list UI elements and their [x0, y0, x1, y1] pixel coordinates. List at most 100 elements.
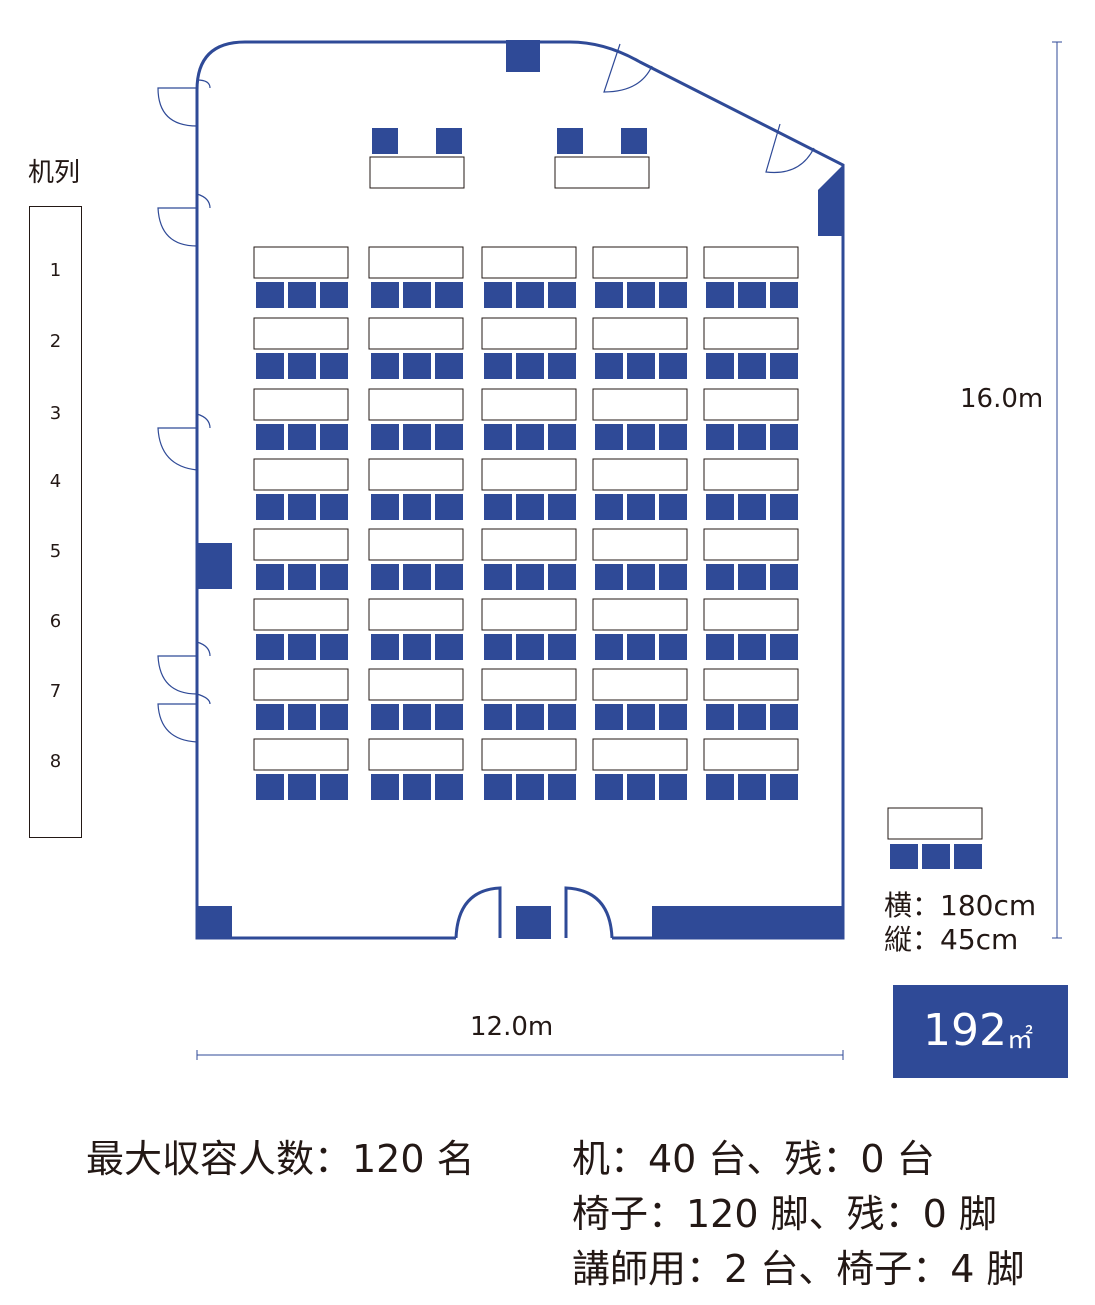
- chair: [484, 282, 512, 308]
- door-left-2: [157, 193, 211, 247]
- pillar-right: [818, 165, 843, 236]
- desk: [481, 738, 577, 771]
- chair: [595, 494, 623, 520]
- chair: [706, 634, 734, 660]
- chair: [403, 282, 431, 308]
- chair: [548, 494, 576, 520]
- door-diag-2: [765, 123, 815, 174]
- chair: [516, 353, 544, 379]
- chair: [288, 494, 316, 520]
- legend-chair: [954, 844, 982, 869]
- chair: [484, 424, 512, 450]
- chair: [595, 424, 623, 450]
- chair: [548, 353, 576, 379]
- lecturer-desk: [369, 156, 465, 189]
- chair: [706, 494, 734, 520]
- desk-grid: [253, 246, 799, 800]
- chair: [738, 564, 766, 590]
- chair: [256, 564, 284, 590]
- chair: [770, 282, 798, 308]
- chair: [256, 704, 284, 730]
- door-diag-1: [603, 43, 653, 93]
- chair: [738, 424, 766, 450]
- chair: [706, 282, 734, 308]
- chair: [706, 774, 734, 800]
- row-number: 5: [49, 541, 62, 562]
- desk: [592, 246, 688, 279]
- chair: [288, 774, 316, 800]
- chair: [627, 353, 655, 379]
- chair: [595, 353, 623, 379]
- chair: [288, 424, 316, 450]
- legend-desk: [887, 807, 983, 840]
- desk: [253, 598, 349, 631]
- chair: [320, 353, 348, 379]
- chair: [403, 704, 431, 730]
- desk: [592, 738, 688, 771]
- area-badge: 192 ㎡: [893, 985, 1068, 1078]
- chair: [320, 282, 348, 308]
- chair: [403, 564, 431, 590]
- chair: [706, 564, 734, 590]
- legend-chair: [890, 844, 918, 869]
- rows-title: 机列: [28, 158, 81, 188]
- chair: [371, 424, 399, 450]
- door-left-5: [157, 693, 211, 743]
- chair: [659, 704, 687, 730]
- chair: [595, 634, 623, 660]
- row-number: 6: [49, 611, 62, 632]
- chair: [659, 353, 687, 379]
- chair: [256, 774, 284, 800]
- chair: [320, 704, 348, 730]
- chair: [738, 494, 766, 520]
- chair: [371, 774, 399, 800]
- chair: [435, 774, 463, 800]
- desk: [592, 458, 688, 491]
- chair: [256, 282, 284, 308]
- desk: [703, 668, 799, 701]
- desk: [481, 388, 577, 421]
- chair: [770, 634, 798, 660]
- desk: [481, 458, 577, 491]
- chair: [516, 774, 544, 800]
- pillar-bottom-left: [197, 906, 232, 939]
- chair: [288, 634, 316, 660]
- desk: [703, 458, 799, 491]
- chair: [435, 634, 463, 660]
- chair: [770, 704, 798, 730]
- desk: [703, 738, 799, 771]
- door-bottom-left: [454, 886, 502, 939]
- desk: [368, 458, 464, 491]
- chair: [548, 282, 576, 308]
- chair: [738, 634, 766, 660]
- chair: [770, 353, 798, 379]
- chair: [320, 494, 348, 520]
- dimension-width: 12.0m: [470, 1012, 554, 1042]
- area-unit: ㎡: [1007, 1025, 1034, 1055]
- desk: [368, 598, 464, 631]
- chair: [403, 774, 431, 800]
- dimension-height: 16.0m: [960, 384, 1044, 414]
- chair: [371, 353, 399, 379]
- chair: [320, 634, 348, 660]
- wall-bottom-right: [652, 906, 843, 939]
- chair: [548, 634, 576, 660]
- chair: [484, 774, 512, 800]
- row-number: 1: [49, 260, 62, 281]
- door-left-4: [157, 641, 211, 695]
- chair: [516, 564, 544, 590]
- desk: [703, 246, 799, 279]
- capacity-summary: 最大収容人数：120 名: [86, 1137, 475, 1181]
- pillar-left: [197, 543, 232, 589]
- chair: [516, 424, 544, 450]
- chair: [403, 634, 431, 660]
- chair: [770, 774, 798, 800]
- desk: [703, 598, 799, 631]
- chair: [320, 774, 348, 800]
- chair: [256, 424, 284, 450]
- chair: [706, 704, 734, 730]
- chair: [435, 353, 463, 379]
- legend-chair: [922, 844, 950, 869]
- desk: [481, 317, 577, 350]
- chair: [548, 704, 576, 730]
